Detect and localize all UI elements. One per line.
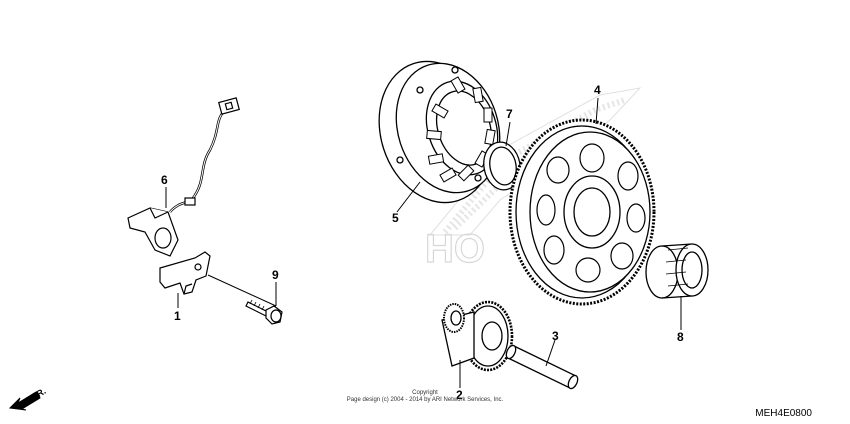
part-6-sensor bbox=[127, 97, 240, 257]
part-1-bracket bbox=[159, 251, 211, 295]
front-arrow: FR. bbox=[8, 386, 48, 411]
watermark-text: HO bbox=[425, 227, 485, 271]
callout-8: 8 bbox=[677, 330, 684, 344]
callout-4: 4 bbox=[594, 83, 601, 97]
part-5-starter-clutch bbox=[378, 60, 501, 204]
copyright-line-2: Page design (c) 2004 - 2014 by ARI Netwo… bbox=[347, 397, 504, 403]
front-label: FR. bbox=[30, 386, 48, 402]
diagram-code: MEH4E0800 bbox=[755, 408, 812, 419]
callout-9: 9 bbox=[272, 268, 279, 282]
callout-5: 5 bbox=[392, 211, 399, 225]
part-9-bolt bbox=[245, 299, 283, 325]
part-8-needle-bearing bbox=[645, 243, 709, 299]
part-4-driven-gear bbox=[508, 118, 656, 306]
part-3-shaft bbox=[505, 344, 579, 390]
callout-1: 1 bbox=[174, 309, 181, 323]
callout-3: 3 bbox=[552, 329, 559, 343]
leader-lines bbox=[165, 97, 682, 388]
callout-7: 7 bbox=[506, 107, 513, 121]
copyright-line-1: Copyright bbox=[412, 390, 438, 396]
part-7-washer bbox=[483, 141, 521, 191]
callout-2: 2 bbox=[456, 388, 463, 402]
part-2-reduction-gear bbox=[441, 300, 514, 372]
callout-6: 6 bbox=[161, 173, 168, 187]
